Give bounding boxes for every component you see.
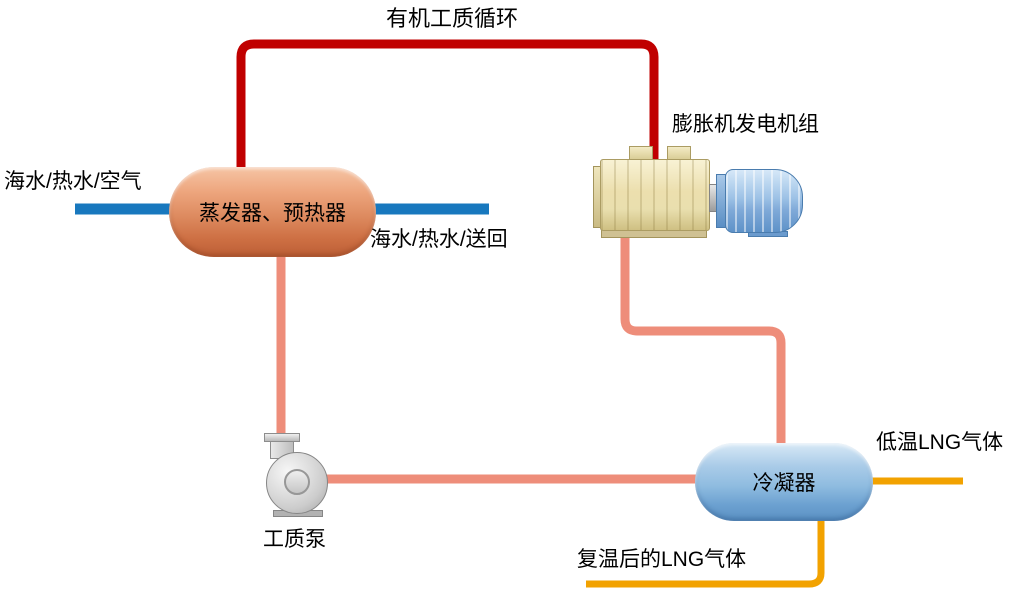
expander-unit-label: 膨胀机发电机组 [672, 113, 819, 136]
generator-body [725, 169, 803, 233]
condenser-vessel: 冷凝器 [695, 443, 873, 521]
lng-inlet-label: 低温LNG气体 [876, 431, 1004, 454]
pump-label: 工质泵 [263, 528, 326, 551]
heat-source-inlet-label: 海水/热水/空气 [4, 170, 142, 193]
expander-body [600, 159, 710, 231]
lng-outlet-label: 复温后的LNG气体 [577, 548, 747, 571]
cycle-title: 有机工质循环 [386, 6, 519, 31]
pump-eye [284, 469, 310, 495]
evaporator-vessel: 蒸发器、预热器 [169, 167, 376, 257]
evaporator-label: 蒸发器、预热器 [199, 202, 346, 225]
lng-outlet-pipe [586, 510, 825, 588]
expander-exhaust-pipe [620, 218, 786, 455]
hot-vapor-pipe [236, 39, 659, 192]
condenser-label: 冷凝器 [752, 472, 816, 495]
heat-source-return-label: 海水/热水/送回 [370, 228, 508, 251]
